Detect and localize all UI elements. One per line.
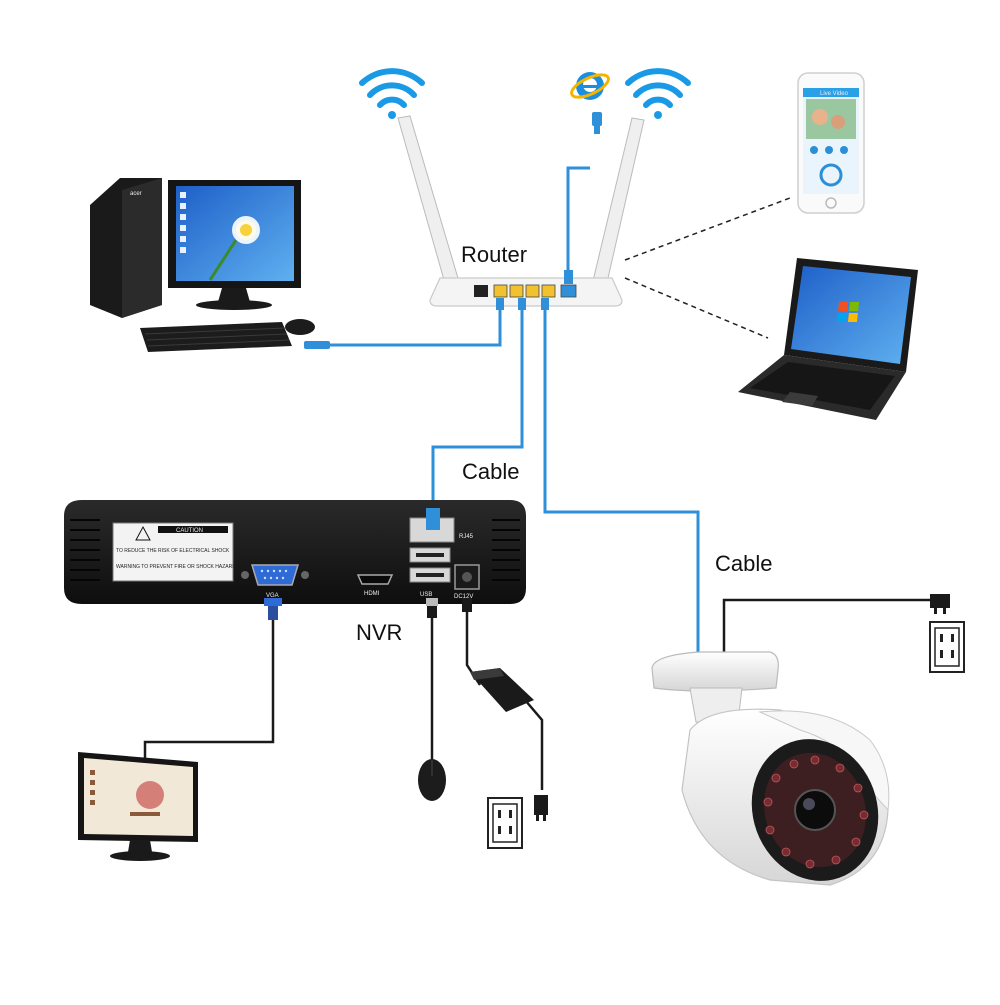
router-plug-1 [496,298,504,310]
phone-control-icons [810,146,848,187]
power-plug-icon [930,594,950,614]
router [397,115,645,310]
caution-title: CAUTION [176,528,203,534]
wireless-links [624,197,791,339]
cable-vga-to-monitor [143,620,275,760]
cable-router-to-camera [543,302,700,660]
ethernet-plug-icon [592,112,602,134]
windows-logo-icon [836,302,860,322]
bullet-camera [651,651,890,886]
smartphone: Live Video [797,72,865,214]
nvr-label: NVR [356,620,403,645]
laptop [738,258,918,420]
cable-label-top: Cable [462,459,520,484]
rj45-label: RJ45 [459,534,474,540]
network-cables [330,166,700,660]
power-outlet-icon [487,797,523,849]
warning-triangle-icon [135,525,151,541]
camera-mount-plate [651,651,779,692]
nvr-vents [70,519,520,581]
usb-label: USB [420,592,432,598]
ethernet-plug-icon [304,341,330,349]
cable-router-to-nvr [431,302,524,515]
router-wan-port [560,284,577,298]
hdmi-port [356,574,394,585]
camera-ir-leds [763,755,869,869]
vga-label: VGA [266,593,279,599]
cable-adapter-to-plug [524,699,544,790]
pc-mouse [285,319,315,335]
desktop-pc: acer [90,178,330,352]
nvr-device: CAUTION TO REDUCE THE RISK OF ELECTRICAL… [64,500,526,604]
monitor-stand [128,840,152,852]
power-outlet-icon [929,621,965,673]
cable-router-to-internet [566,166,590,282]
dc-label: DC12V [454,594,473,600]
vga-plug [264,598,282,620]
phone-home-button [825,197,837,209]
router-antenna-right [591,117,645,288]
power-plug-icon [534,795,548,821]
router-plug-2 [518,298,526,310]
wifi-icon [625,68,691,119]
router-plug-3 [541,298,549,310]
cable-router-to-pc [330,302,502,347]
hdmi-label: HDMI [364,591,380,597]
ie-browser-icon [570,72,610,100]
wireless-link-laptop [624,277,769,339]
wifi-icon [359,68,425,119]
dc-plug [462,598,472,612]
vga-port [250,564,300,586]
monitor [78,752,198,861]
caution-line: TO REDUCE THE RISK OF ELECTRICAL SHOCK [116,548,230,554]
router-lan-port-4 [541,284,556,298]
daisy-icon [232,216,260,244]
cable-camera-power [722,598,937,655]
router-label: Router [461,242,528,267]
usb-mouse [418,759,446,801]
router-lan-port-1 [493,284,508,298]
power-adapter [470,668,534,712]
camera-lens [794,789,836,831]
usb-plug [426,598,438,618]
warning-line: WARNING TO PREVENT FIRE OR SHOCK HAZARD [116,564,236,570]
laptop-touchpad [782,392,818,406]
router-lan-port-3 [525,284,540,298]
router-plug-wan [564,270,573,284]
router-power-port [474,285,488,297]
cable-label-right: Cable [715,551,773,576]
wireless-link-phone [624,197,791,261]
pc-brand: acer [130,191,142,197]
phone-screen-title: Live Video [820,91,849,97]
pc-monitor-stand [218,288,250,302]
router-lan-port-2 [509,284,524,298]
router-antenna-left [397,115,461,288]
